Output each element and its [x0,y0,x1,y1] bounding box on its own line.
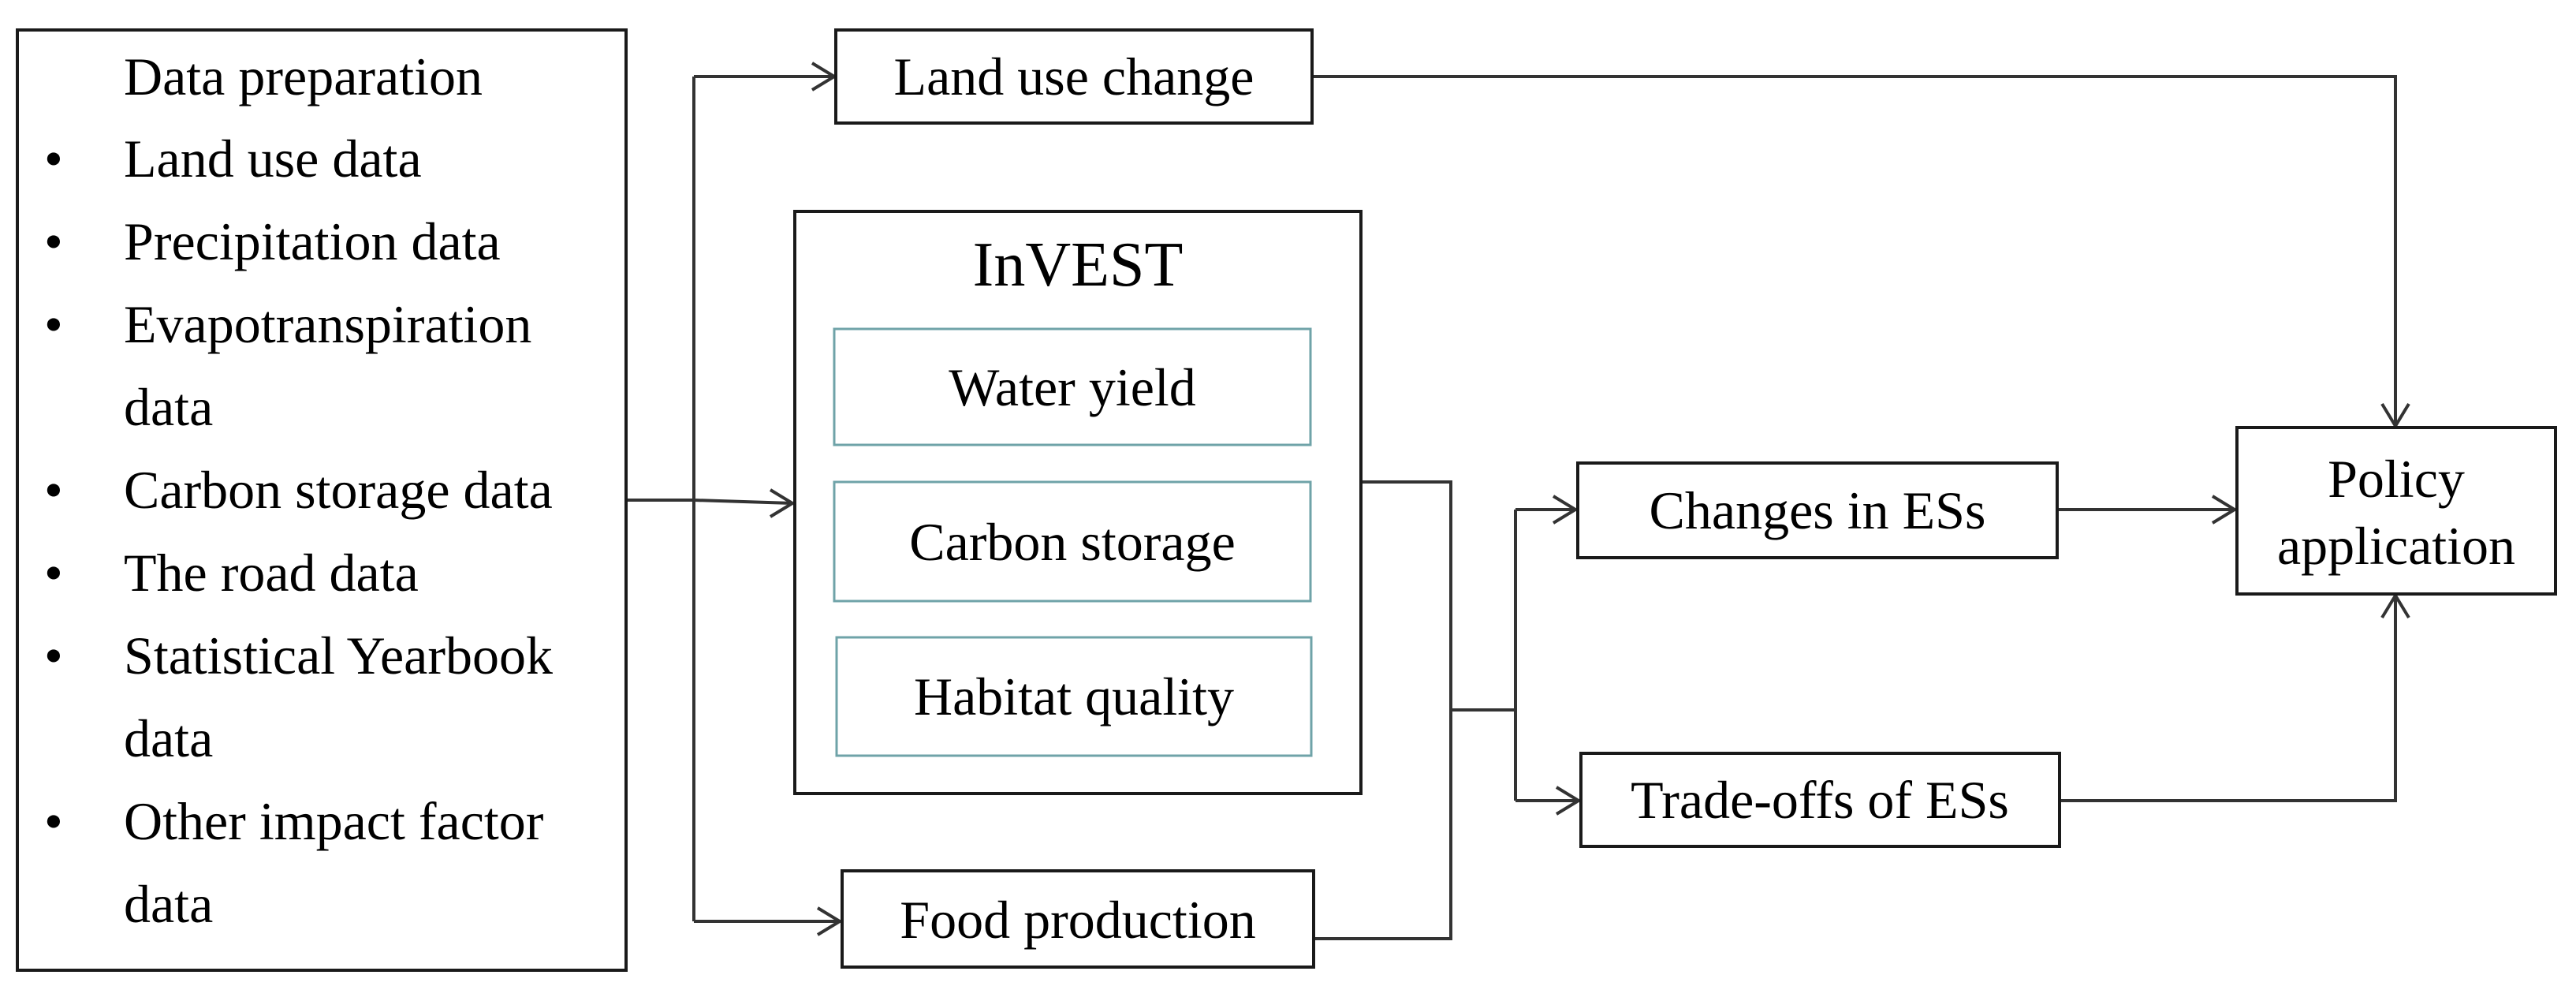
bullet: • [44,294,63,354]
data-item-statistical-yearbook: • Statistical Yearbook data [44,626,553,768]
module-label: Carbon storage [909,512,1236,572]
module-water-yield: Water yield [833,327,1312,446]
land-use-change-label: Land use change [894,47,1254,106]
data-item-line: Evapotranspiration [124,294,531,354]
policy-application-box: Policy application [2235,426,2557,596]
data-item-evapotranspiration: • Evapotranspiration data [44,294,531,437]
arrow-to-invest [693,499,793,505]
data-preparation-title: Data preparation [124,47,483,106]
data-item-line: The road data [124,543,419,603]
module-label: Water yield [949,357,1196,417]
data-preparation-box: Data preparation • Land use data • Preci… [16,28,628,972]
connectors [626,62,2410,940]
module-carbon-storage: Carbon storage [833,480,1312,603]
arrowhead-changes-in-ess [1552,495,1579,525]
invest-box: InVEST Water yield Carbon storage Habita… [793,210,1363,795]
invest-title: InVEST [973,230,1184,300]
connector-invest-out [1361,480,1452,710]
data-item-carbon-storage: • Carbon storage data [44,460,553,520]
bullet: • [44,543,63,603]
data-item-line: Statistical Yearbook [124,626,553,685]
tradeoffs-of-ess-box: Trade-offs of ESs [1579,752,2061,848]
data-item-precipitation: • Precipitation data [44,211,501,271]
land-use-change-box: Land use change [834,28,1314,125]
arrowhead-food-production [816,906,843,936]
data-item-line: data [124,874,213,934]
arrowhead-invest [769,488,796,518]
bullet: • [44,791,63,851]
bullet: • [44,460,63,520]
data-item-line: Other impact factor [124,791,544,851]
food-production-box: Food production [841,869,1315,969]
data-item-road: • The road data [44,543,419,603]
data-item-other-impact-factor: • Other impact factor data [44,791,544,934]
bullet: • [44,129,63,189]
module-label: Habitat quality [914,667,1234,726]
data-item-line: Land use data [124,129,422,189]
changes-in-ess-box: Changes in ESs [1576,461,2059,559]
bullet: • [44,211,63,271]
connector-food-out [1314,710,1452,940]
bullet: • [44,626,63,685]
arrowhead-tradeoffs [1555,786,1582,816]
food-production-label: Food production [900,890,1255,950]
changes-in-ess-label: Changes in ESs [1650,480,1986,540]
data-item-line: Precipitation data [124,211,501,271]
data-item-line: data [124,708,213,768]
data-item-line: Carbon storage data [124,460,553,520]
policy-application-line: Policy [2328,449,2465,509]
policy-application-line: application [2277,516,2515,576]
data-item-line: data [124,377,213,437]
arrow-land-use-to-policy [1312,75,2397,426]
tradeoffs-of-ess-label: Trade-offs of ESs [1631,770,2009,830]
arrowhead-policy-left [2211,495,2238,525]
data-item-land-use: • Land use data [44,129,422,189]
arrow-tradeoffs-to-policy [2060,596,2397,802]
module-habitat-quality: Habitat quality [835,636,1313,757]
